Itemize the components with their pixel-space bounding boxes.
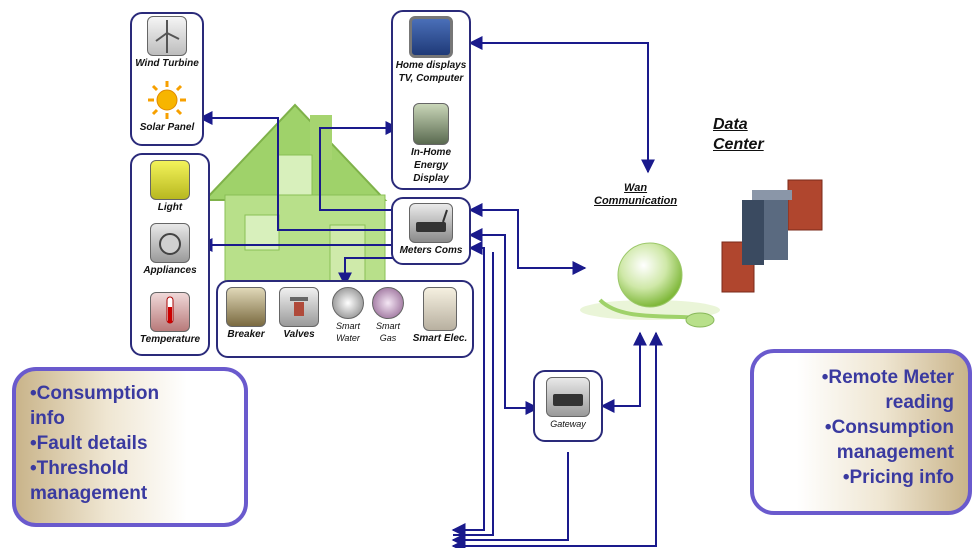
globe-icon bbox=[617, 242, 683, 308]
smart-electricity[interactable]: Smart Elec. bbox=[408, 287, 472, 344]
valve-icon bbox=[279, 287, 319, 327]
info-line: •Fault details bbox=[30, 433, 148, 454]
sun-icon bbox=[147, 80, 187, 120]
temperature[interactable]: Temperature bbox=[134, 292, 206, 345]
washing-machine-icon bbox=[150, 223, 190, 263]
breaker-icon bbox=[226, 287, 266, 327]
wind-turbine-icon bbox=[147, 16, 187, 56]
info-line: •Pricing info bbox=[842, 467, 954, 488]
gas-meter-icon bbox=[372, 287, 404, 319]
info-line: •Consumption bbox=[824, 417, 954, 438]
info-line: management bbox=[836, 442, 954, 463]
info-line: •Remote Meter bbox=[821, 367, 954, 388]
light-bulb-icon bbox=[150, 160, 190, 200]
monitor-icon bbox=[409, 16, 453, 58]
thermometer-icon bbox=[150, 292, 190, 332]
in-home-energy-display[interactable]: In-Home Energy Display bbox=[393, 103, 469, 184]
info-line: •Threshold bbox=[30, 458, 129, 479]
water-meter-icon bbox=[332, 287, 364, 319]
wind-turbine[interactable]: Wind Turbine bbox=[132, 16, 202, 69]
breaker[interactable]: Breaker bbox=[219, 287, 273, 340]
valves[interactable]: Valves bbox=[273, 287, 325, 340]
smart-water[interactable]: Smart Water bbox=[327, 287, 369, 343]
smart-gas[interactable]: Smart Gas bbox=[369, 287, 407, 343]
info-line: management bbox=[30, 483, 148, 504]
info-line: •Consumption bbox=[30, 383, 160, 404]
info-line: info bbox=[30, 408, 65, 429]
renewables-box bbox=[130, 12, 204, 146]
wan-title: Wan Communication bbox=[594, 182, 678, 207]
home-info-box: •Consumption info •Fault details •Thresh… bbox=[12, 367, 248, 527]
info-line: reading bbox=[885, 392, 954, 413]
datacenter-info-box: •Remote Meter reading •Consumption manag… bbox=[750, 349, 972, 515]
home-displays[interactable]: Home displays TV, Computer bbox=[393, 16, 469, 84]
gateway[interactable]: Gateway bbox=[535, 377, 601, 429]
light[interactable]: Light bbox=[134, 160, 206, 213]
pda-icon bbox=[413, 103, 449, 145]
appliances[interactable]: Appliances bbox=[134, 223, 206, 276]
meters-coms[interactable]: Meters Coms bbox=[393, 203, 469, 256]
data-center-title: Data Center bbox=[713, 116, 764, 153]
gateway-router-icon bbox=[546, 377, 590, 417]
electric-meter-icon bbox=[423, 287, 457, 331]
solar-panel[interactable]: Solar Panel bbox=[132, 80, 202, 133]
router-icon bbox=[409, 203, 453, 243]
